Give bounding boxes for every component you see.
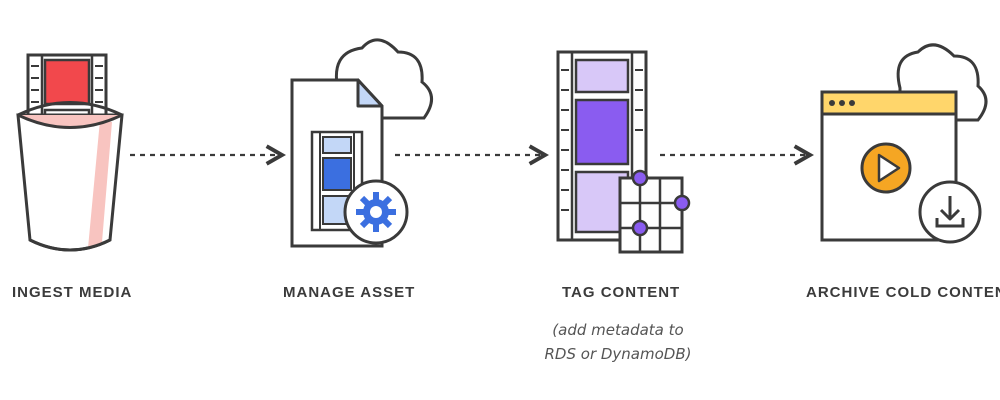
film-strip-icon [310, 130, 364, 232]
play-icon [860, 142, 912, 194]
film-tag-grid-icon [556, 50, 691, 254]
step-note-line-2: RDS or DynamoDB) [544, 345, 692, 363]
download-icon [918, 180, 982, 244]
document-gear-cloud-icon [290, 38, 433, 248]
metadata-grid-icon [618, 169, 691, 254]
step-label-ingest-media: INGEST MEDIA [12, 284, 133, 301]
step-note-line-1: (add metadata to [552, 321, 684, 339]
gear-icon [343, 179, 409, 245]
step-label-tag-content: TAG CONTENT [562, 284, 681, 301]
step-label-archive-cold-content: ARCHIVE COLD CONTENT [806, 284, 1000, 301]
step-label-manage-asset: MANAGE ASSET [283, 284, 416, 301]
browser-play-download-icon [820, 43, 988, 244]
step-note-tag-content: (add metadata to RDS or DynamoDB) [543, 318, 693, 366]
bucket-film-icon [16, 53, 124, 252]
